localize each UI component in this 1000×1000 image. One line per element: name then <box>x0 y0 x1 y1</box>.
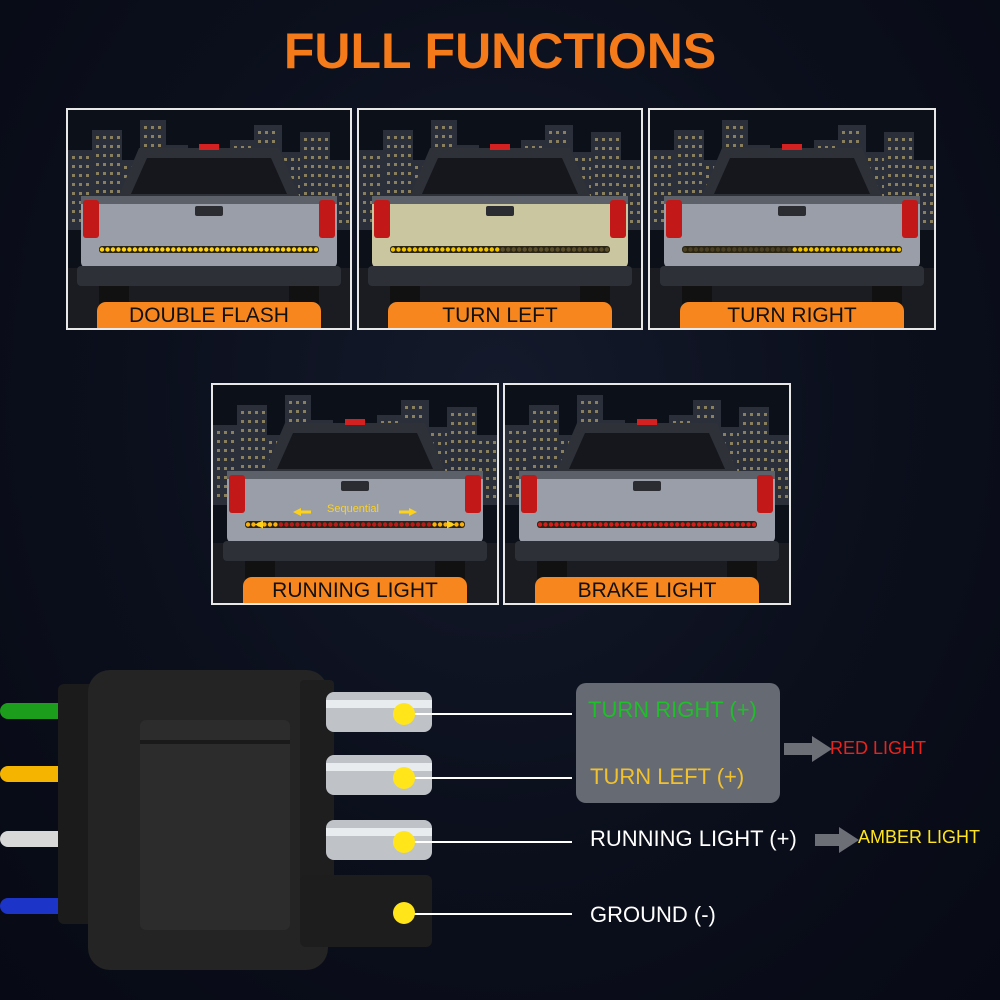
pin-line-4 <box>404 913 572 915</box>
truck-image <box>650 110 934 328</box>
panel-label: TURN RIGHT <box>680 302 904 328</box>
panel-running-light: RUNNING LIGHT Sequential <box>211 383 499 605</box>
pin-line-3 <box>404 841 572 843</box>
panel-turn-right: TURN RIGHT <box>648 108 936 330</box>
arrow-right-icon <box>409 508 417 516</box>
panel-double-flash: DOUBLE FLASH <box>66 108 352 330</box>
sequential-annotation: Sequential <box>327 503 379 515</box>
pin-line-1 <box>404 713 572 715</box>
pin-dot-4 <box>393 902 415 924</box>
red-light-label: RED LIGHT <box>830 738 927 758</box>
panel-turn-left: TURN LEFT <box>357 108 643 330</box>
truck-image <box>359 110 641 328</box>
panel-label: BRAKE LIGHT <box>535 577 759 603</box>
amber-light-label: AMBER LIGHT <box>858 827 981 847</box>
panel-brake-light: BRAKE LIGHT <box>503 383 791 605</box>
pin-dot-2 <box>393 767 415 789</box>
turn-right-label: TURN RIGHT (+) <box>588 697 757 722</box>
arrow-left-icon <box>293 508 301 516</box>
pin-line-2 <box>404 777 572 779</box>
truck-image <box>68 110 350 328</box>
panel-label: TURN LEFT <box>388 302 612 328</box>
truck-image <box>213 385 497 603</box>
panel-label: DOUBLE FLASH <box>97 302 321 328</box>
connector-plug <box>0 670 432 970</box>
arrow-right-icon <box>784 736 832 762</box>
turn-signals-box <box>576 683 780 803</box>
pin-dot-3 <box>393 831 415 853</box>
pin-dot-1 <box>393 703 415 725</box>
truck-image <box>505 385 789 603</box>
arrow-right-icon <box>815 827 859 853</box>
turn-left-label: TURN LEFT (+) <box>590 764 745 789</box>
running-light-label: RUNNING LIGHT (+) <box>590 826 797 851</box>
ground-label: GROUND (-) <box>590 902 716 927</box>
page-title: FULL FUNCTIONS <box>283 23 717 79</box>
panel-label: RUNNING LIGHT <box>243 577 467 603</box>
